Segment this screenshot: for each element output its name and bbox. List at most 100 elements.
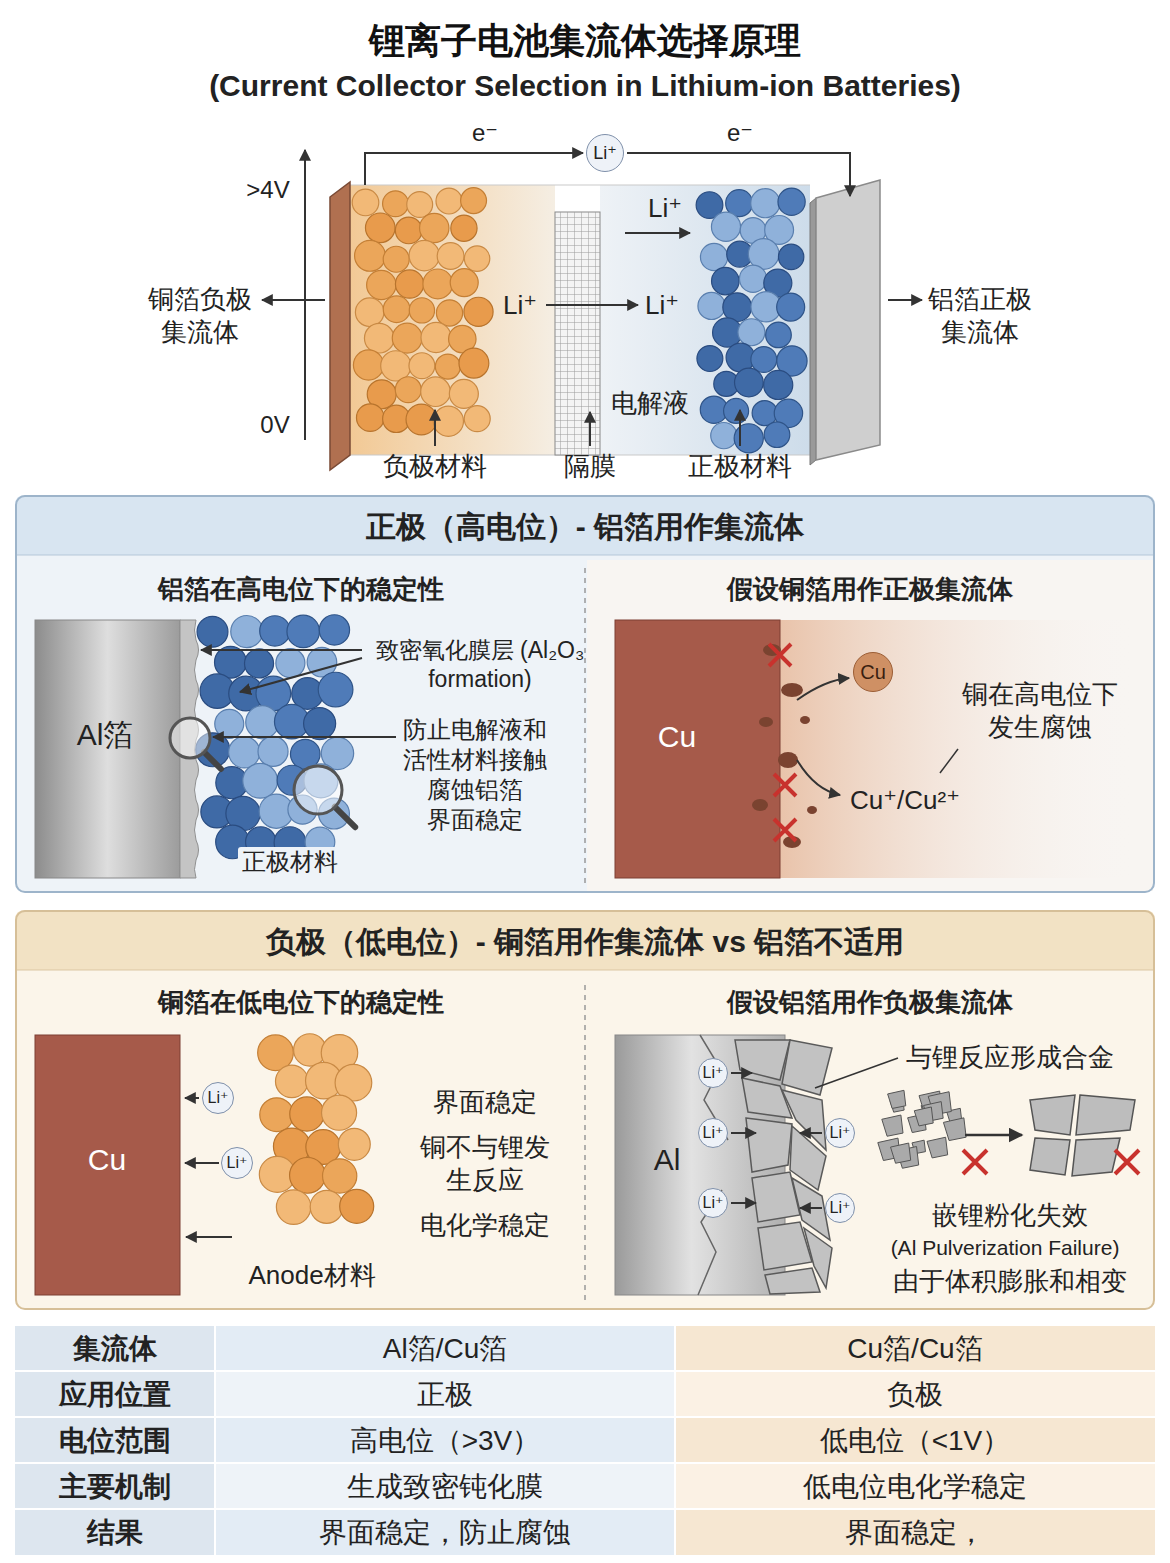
table-cell-ground: [675, 1417, 1155, 1463]
copper-foil: [615, 620, 780, 878]
table-cell-ground: [215, 1371, 675, 1417]
particle: [395, 270, 423, 298]
table-cell-ground: [15, 1417, 215, 1463]
table-cell-ground: [675, 1509, 1155, 1555]
particle: [352, 189, 379, 216]
label-holder: 0V: [260, 410, 289, 440]
electrolyte-region: [600, 185, 810, 455]
particle: [420, 213, 449, 242]
leader-arrow: [589, 412, 591, 446]
particle: [764, 370, 793, 399]
separator: [555, 212, 600, 455]
ion-label: Li⁺: [645, 289, 679, 322]
particle: [338, 1128, 370, 1160]
electron-wire: [365, 153, 583, 185]
table-cell-ground: [15, 1463, 215, 1509]
charge-symbol: e⁻: [727, 118, 753, 148]
broken-piece: [1030, 1095, 1075, 1135]
particle: [751, 347, 777, 373]
particle: [319, 615, 349, 645]
table-cell-ground: [215, 1463, 675, 1509]
panel-header-band: [15, 495, 1155, 555]
ion-arrow: [185, 1097, 199, 1099]
cathode-particles: [696, 188, 807, 453]
label-holder: 防止电解液和 活性材料接触 腐蚀铝箔 界面稳定: [403, 715, 547, 835]
particle: [738, 319, 765, 346]
particle: [355, 298, 384, 327]
particle: [260, 1098, 294, 1132]
particle: [310, 1190, 343, 1223]
particle: [461, 188, 487, 214]
copper-foil: [35, 1035, 180, 1295]
particle: [243, 763, 278, 798]
callout-note: 防止电解液和 活性材料接触 腐蚀铝箔 界面稳定: [403, 715, 547, 835]
ion-circle: Li⁺: [221, 1147, 253, 1179]
alloy-fragment: [782, 1040, 832, 1095]
callout-note: 嵌锂粉化失效: [932, 1199, 1088, 1232]
particle: [724, 398, 749, 423]
particle: [383, 296, 410, 323]
ion-circle: Li⁺: [698, 1058, 728, 1088]
circle-label: Li⁺: [208, 1090, 229, 1107]
particle: [275, 1065, 308, 1098]
label-holder: 低电位电化学稳定: [803, 1469, 1027, 1504]
part-name: 正极材料: [238, 847, 342, 877]
table-cell: 正极: [417, 1377, 473, 1412]
label-holder: 界面稳定，防止腐蚀: [319, 1515, 571, 1550]
ion-arrow: [625, 232, 690, 234]
magnifier: [294, 766, 355, 827]
label-holder: (Current Collector Selection in Lithium-…: [209, 67, 961, 105]
ion-circle: Li⁺: [825, 1193, 855, 1223]
label-holder: Anode材料: [244, 1259, 379, 1292]
ion-label: Li⁺: [648, 192, 682, 225]
powder-particle: [943, 1118, 966, 1141]
part-name: 铜箔负极 集流体: [148, 283, 252, 348]
panel-header-band: [15, 910, 1155, 970]
callout-note: (Al Pulverization Failure): [891, 1235, 1120, 1261]
label-holder: Al: [654, 1141, 681, 1179]
part-name: Al: [654, 1141, 681, 1179]
corrosion-zone: [780, 620, 1140, 878]
label-holder: e⁻: [727, 118, 753, 148]
alloy-fragment: [746, 1118, 792, 1172]
label-holder: 低电位（<1V）: [820, 1423, 1011, 1458]
callout-note: 与锂反应形成合金: [906, 1041, 1114, 1074]
powder-particle: [888, 1090, 906, 1108]
divider: [584, 568, 586, 885]
table-cell: 结果: [87, 1515, 143, 1550]
particle: [245, 649, 274, 678]
particle: [406, 404, 437, 435]
table-cell-ground: [675, 1325, 1155, 1371]
ion-arrow: [731, 1132, 756, 1134]
part-name: 正极材料: [688, 450, 792, 483]
ion-arrow: [185, 1162, 219, 1164]
particle: [229, 737, 260, 768]
leader-arrow: [797, 678, 849, 700]
table-cell: 低电位电化学稳定: [803, 1469, 1027, 1504]
ion-circle: Li⁺: [202, 1082, 234, 1114]
particle: [407, 192, 433, 218]
table-cell-ground: [15, 1509, 215, 1555]
leader-arrow: [240, 658, 362, 692]
ion-label: Cu⁺/Cu²⁺: [850, 784, 960, 817]
particle: [355, 240, 386, 271]
callout-note: 界面稳定: [433, 1086, 537, 1119]
label-holder: Li⁺: [503, 289, 537, 322]
particle: [318, 672, 353, 707]
table-cell-ground: [215, 1509, 675, 1555]
corrosion-fleck: [752, 799, 768, 811]
particle: [700, 243, 727, 270]
ion-arrow: [800, 1207, 822, 1209]
label-holder: 集流体: [73, 1331, 157, 1366]
label-holder: 致密氧化膜层 (Al₂O₃ formation): [364, 636, 596, 694]
label-holder: 界面稳定: [433, 1086, 537, 1119]
anode-particles: [352, 188, 493, 437]
potential-axis: [304, 150, 306, 440]
heading: 铜箔在低电位下的稳定性: [17, 977, 585, 1020]
particle: [197, 616, 228, 647]
label-holder: Cu⁺/Cu²⁺: [850, 784, 960, 817]
callout-note: 由于体积膨胀和相变: [893, 1265, 1127, 1298]
particle: [364, 323, 394, 353]
particle: [395, 217, 422, 244]
